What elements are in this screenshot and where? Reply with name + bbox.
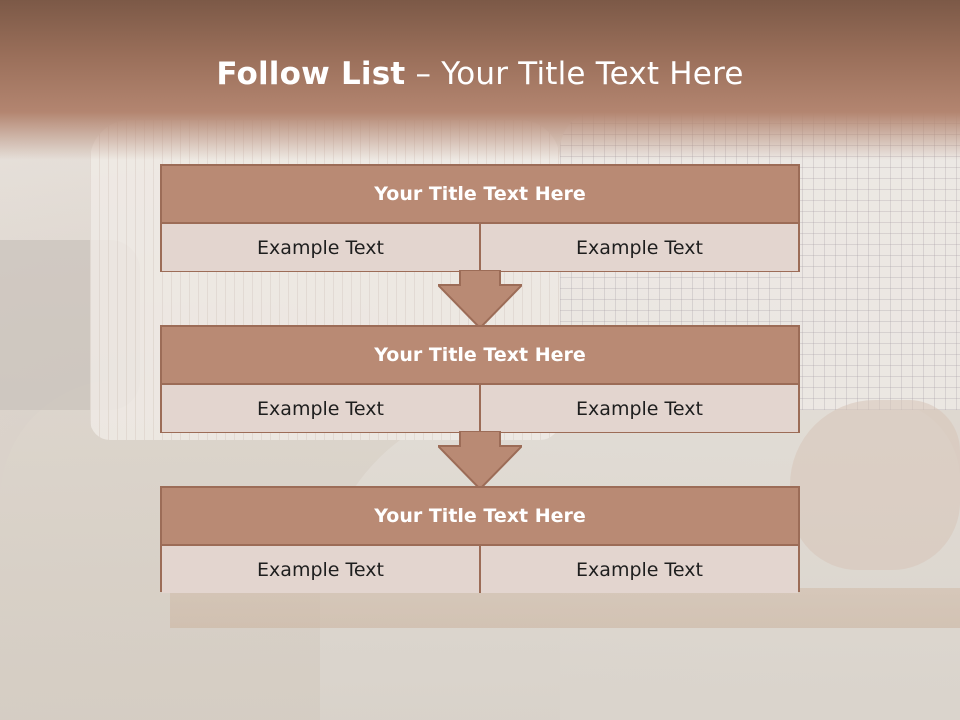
list-block-title: Your Title Text Here [162, 488, 798, 546]
down-arrow-icon [438, 270, 522, 328]
list-block-row: Example Text Example Text [162, 385, 798, 432]
slide-title-bold: Follow List [216, 56, 406, 92]
list-block-cell-right: Example Text [479, 224, 798, 271]
list-block-2: Your Title Text Here Example Text Exampl… [160, 325, 800, 433]
slide-title-rest: – Your Title Text Here [405, 56, 744, 92]
list-block-title: Your Title Text Here [162, 327, 798, 385]
list-block-1: Your Title Text Here Example Text Exampl… [160, 164, 800, 272]
list-block-cell-left: Example Text [162, 546, 479, 593]
background-hand [790, 400, 960, 570]
header-band [0, 0, 960, 160]
list-block-cell-left: Example Text [162, 385, 479, 432]
down-arrow-icon [438, 431, 522, 489]
list-block-cell-right: Example Text [479, 385, 798, 432]
list-block-title: Your Title Text Here [162, 166, 798, 224]
background-table-edge [170, 588, 960, 628]
slide-title: Follow List – Your Title Text Here [0, 56, 960, 92]
list-block-cell-left: Example Text [162, 224, 479, 271]
list-block-row: Example Text Example Text [162, 546, 798, 593]
list-block-cell-right: Example Text [479, 546, 798, 593]
list-block-3: Your Title Text Here Example Text Exampl… [160, 486, 800, 593]
list-block-row: Example Text Example Text [162, 224, 798, 271]
